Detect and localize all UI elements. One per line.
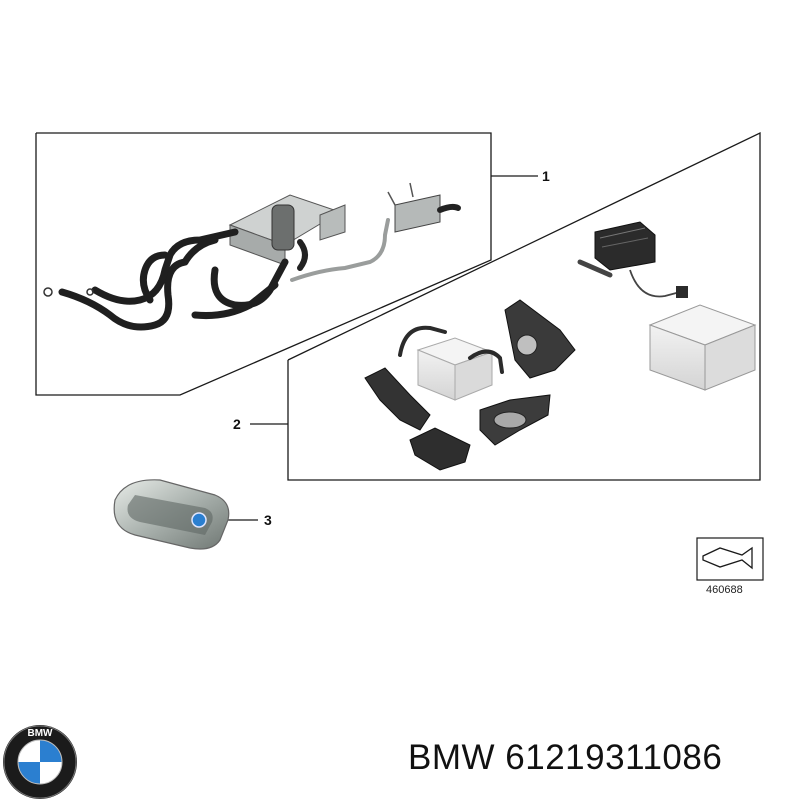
callout-3: 3	[264, 512, 272, 528]
reference-box: 460688	[696, 537, 764, 596]
arrow-icon	[702, 546, 753, 570]
part-battery-kit	[364, 221, 757, 471]
bmw-logo-text: BMW	[28, 728, 54, 739]
callout-1: 1	[542, 168, 550, 184]
callout-2: 2	[233, 416, 241, 432]
part-number: 61219311086	[505, 738, 723, 777]
group-2-frame	[287, 131, 761, 481]
key-logo-icon	[191, 512, 207, 528]
part-display-key	[113, 479, 230, 550]
reference-code: 460688	[706, 584, 743, 596]
part-number-caption: BMW 61219311086	[408, 738, 722, 778]
bmw-roundel-icon: BMW	[3, 725, 77, 799]
leader-lines	[228, 175, 538, 521]
brand-name: BMW	[408, 738, 496, 777]
part-auxiliary-heater-hoses	[43, 182, 461, 331]
group-1-frame	[35, 132, 492, 396]
